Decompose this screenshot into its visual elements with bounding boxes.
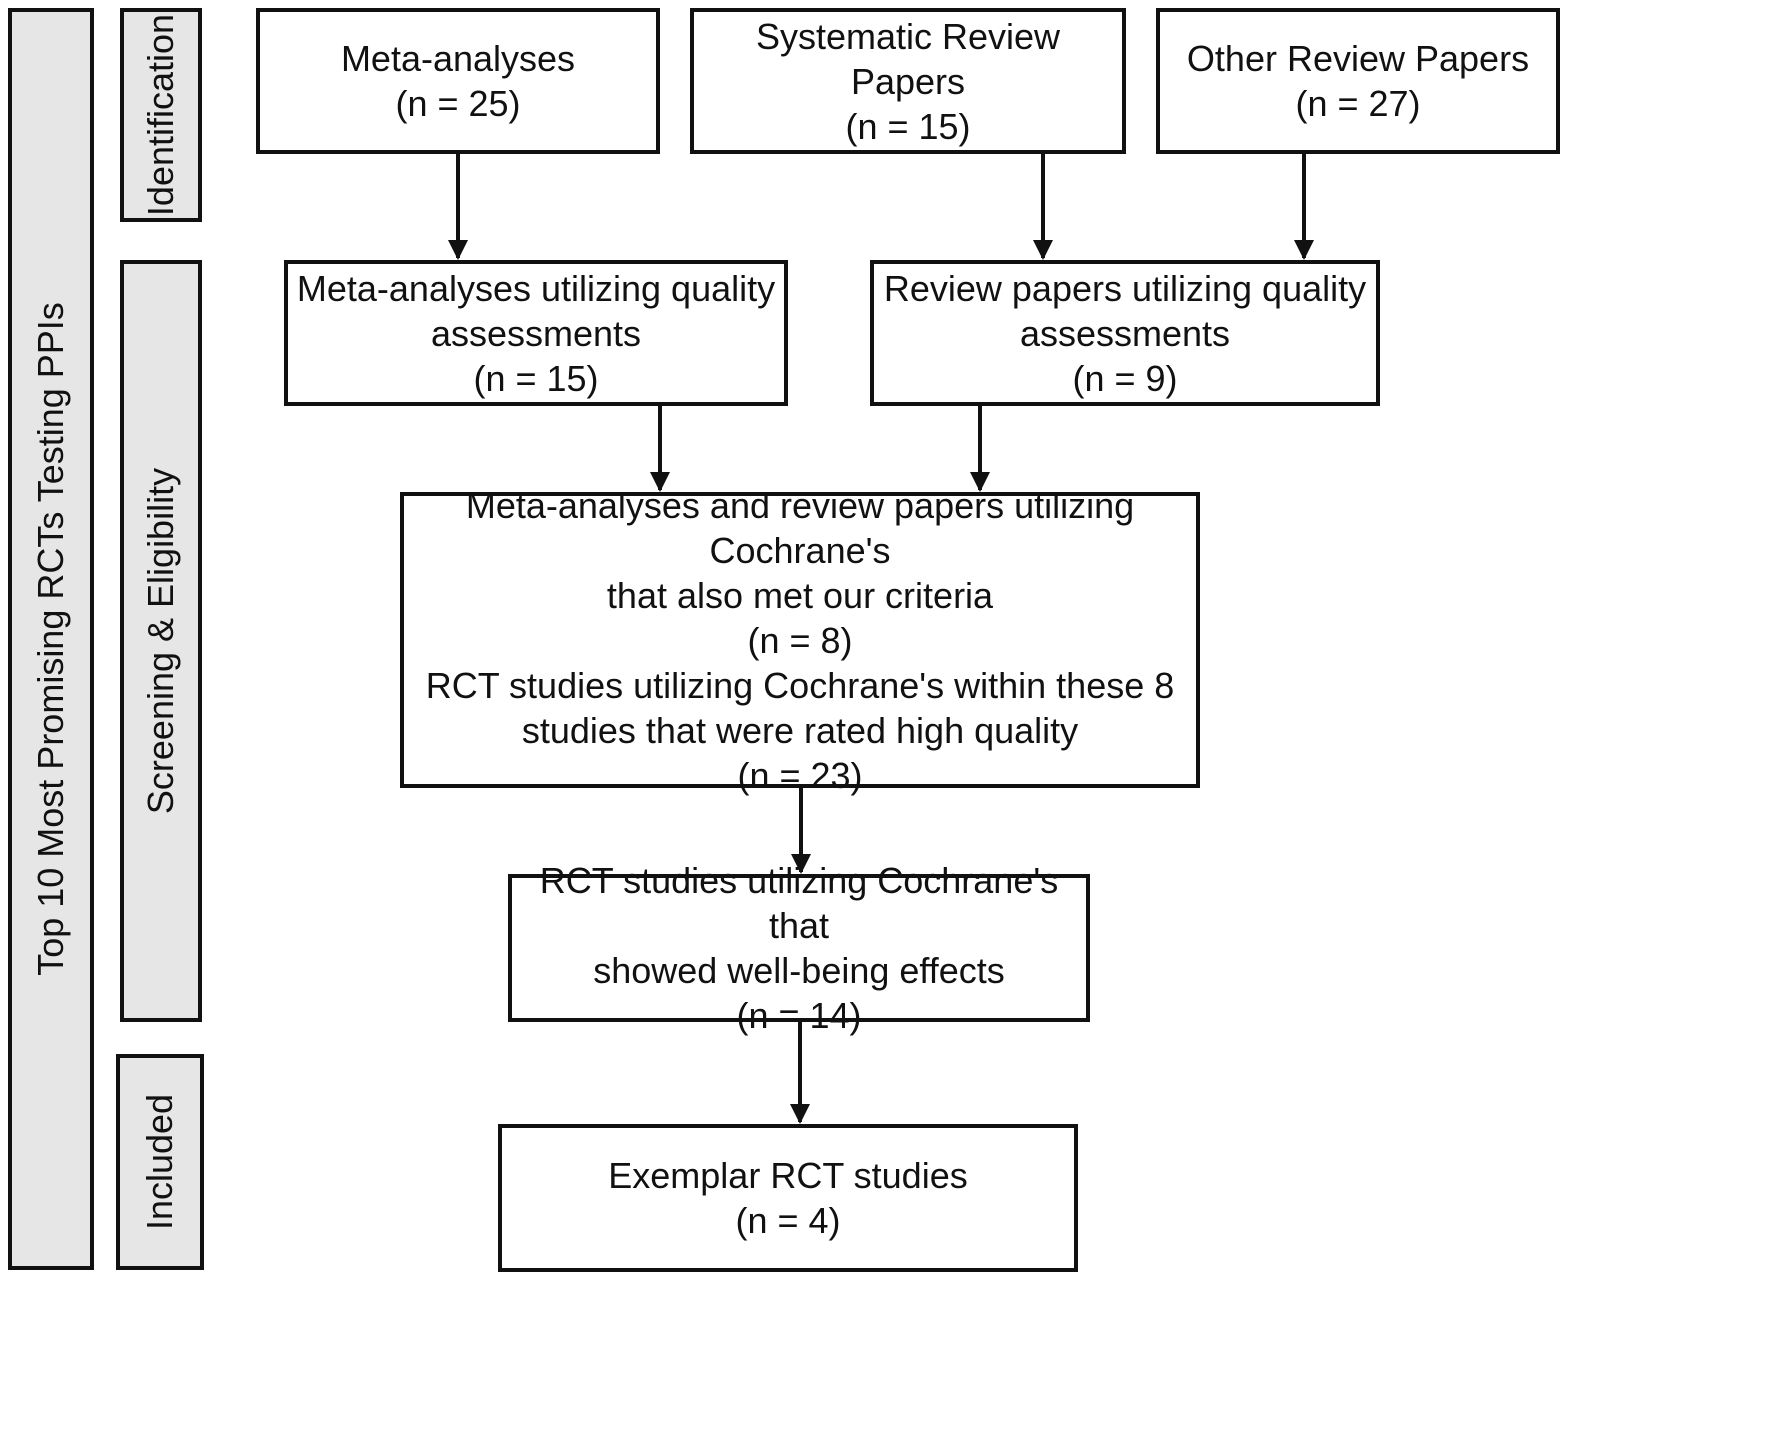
box-other-review-count: (n = 27): [1295, 83, 1421, 124]
box-systematic-review: Systematic Review Papers (n = 15): [690, 8, 1126, 154]
box-cochrane-line2: that also met our criteria: [606, 574, 994, 616]
box-meta-analyses-count: (n = 25): [395, 83, 521, 124]
box-wellbeing-line2: showed well-being effects: [593, 950, 1005, 991]
box-meta-quality-line2: assessments: [430, 312, 642, 354]
stage-bar-included: Included: [116, 1054, 204, 1270]
box-meta-quality-count: (n = 15): [473, 357, 599, 399]
box-meta-quality-line1: Meta-analyses utilizing quality: [296, 267, 776, 309]
stage-bar-screening: Screening & Eligibility: [120, 260, 202, 1022]
box-review-quality: Review papers utilizing quality assessme…: [870, 260, 1380, 406]
box-review-quality-count: (n = 9): [1072, 357, 1178, 399]
box-review-quality-line1: Review papers utilizing quality: [883, 267, 1367, 309]
stage-bar-identification: Identification: [120, 8, 202, 222]
box-other-review: Other Review Papers (n = 27): [1156, 8, 1560, 154]
box-cochrane-line1: Meta-analyses and review papers utilizin…: [465, 484, 1135, 571]
box-exemplar-rct: Exemplar RCT studies (n = 4): [498, 1124, 1078, 1272]
box-cochrane-count1: (n = 8): [747, 619, 853, 661]
box-systematic-review-title: Systematic Review Papers: [755, 15, 1061, 102]
box-exemplar-title: Exemplar RCT studies: [608, 1155, 968, 1196]
box-meta-analyses-title: Meta-analyses: [340, 38, 576, 79]
box-cochrane-line3: RCT studies utilizing Cochrane's within …: [425, 664, 1175, 706]
box-cochrane-line4: studies that were rated high quality: [521, 709, 1079, 751]
box-cochrane-criteria: Meta-analyses and review papers utilizin…: [400, 485, 1200, 796]
box-review-quality-line2: assessments: [1019, 312, 1231, 354]
stage-bar-overall: Top 10 Most Promising RCTs Testing PPIs: [8, 8, 94, 1270]
box-other-review-title: Other Review Papers: [1186, 38, 1530, 79]
box-meta-quality: Meta-analyses utilizing quality assessme…: [284, 260, 788, 406]
box-systematic-review-count: (n = 15): [845, 105, 971, 147]
box-meta-analyses: Meta-analyses (n = 25): [256, 8, 660, 154]
box-exemplar-count: (n = 4): [735, 1200, 841, 1241]
